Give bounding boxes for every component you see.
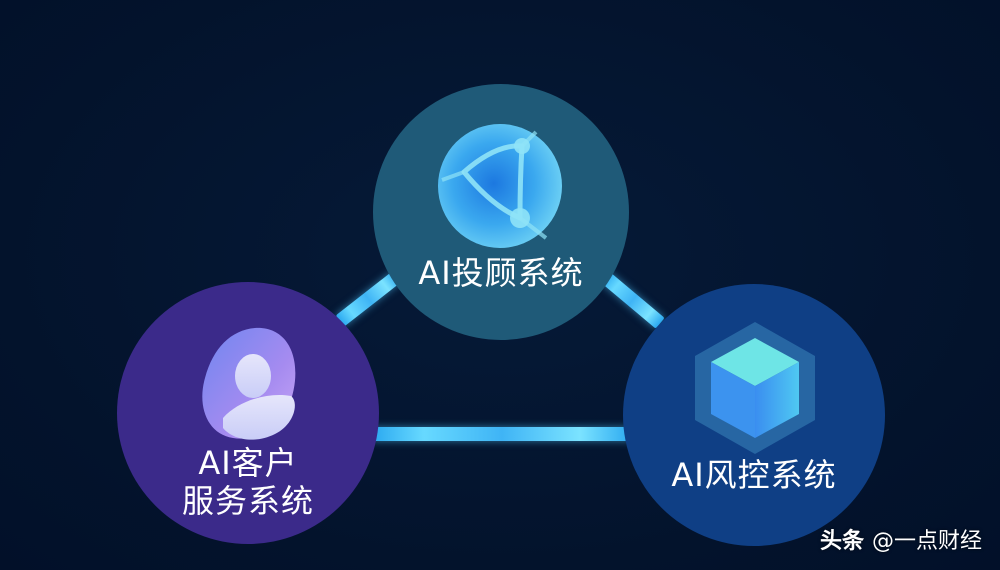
watermark: 头条 @一点财经: [820, 528, 982, 556]
node-ai-risk-control-label: AI风控系统: [671, 456, 837, 494]
node-ai-advisor-label: AI投顾系统: [418, 254, 584, 292]
user-profile-icon: [202, 327, 296, 440]
globe-network-icon: [438, 124, 562, 248]
node-ai-customer-service: AI客户 服务系统: [117, 282, 379, 544]
connector-left-right: [372, 427, 632, 441]
cube-icon: [695, 322, 815, 454]
label-line-1: AI客户: [198, 444, 298, 482]
watermark-handle: @一点财经: [871, 529, 982, 554]
watermark-brand: 头条: [819, 529, 864, 554]
label-line-2: 服务系统: [181, 482, 314, 520]
node-ai-customer-service-label: AI客户 服务系统: [117, 444, 379, 520]
node-ai-risk-control: AI风控系统: [623, 284, 885, 546]
node-ai-advisor: AI投顾系统: [373, 84, 629, 340]
